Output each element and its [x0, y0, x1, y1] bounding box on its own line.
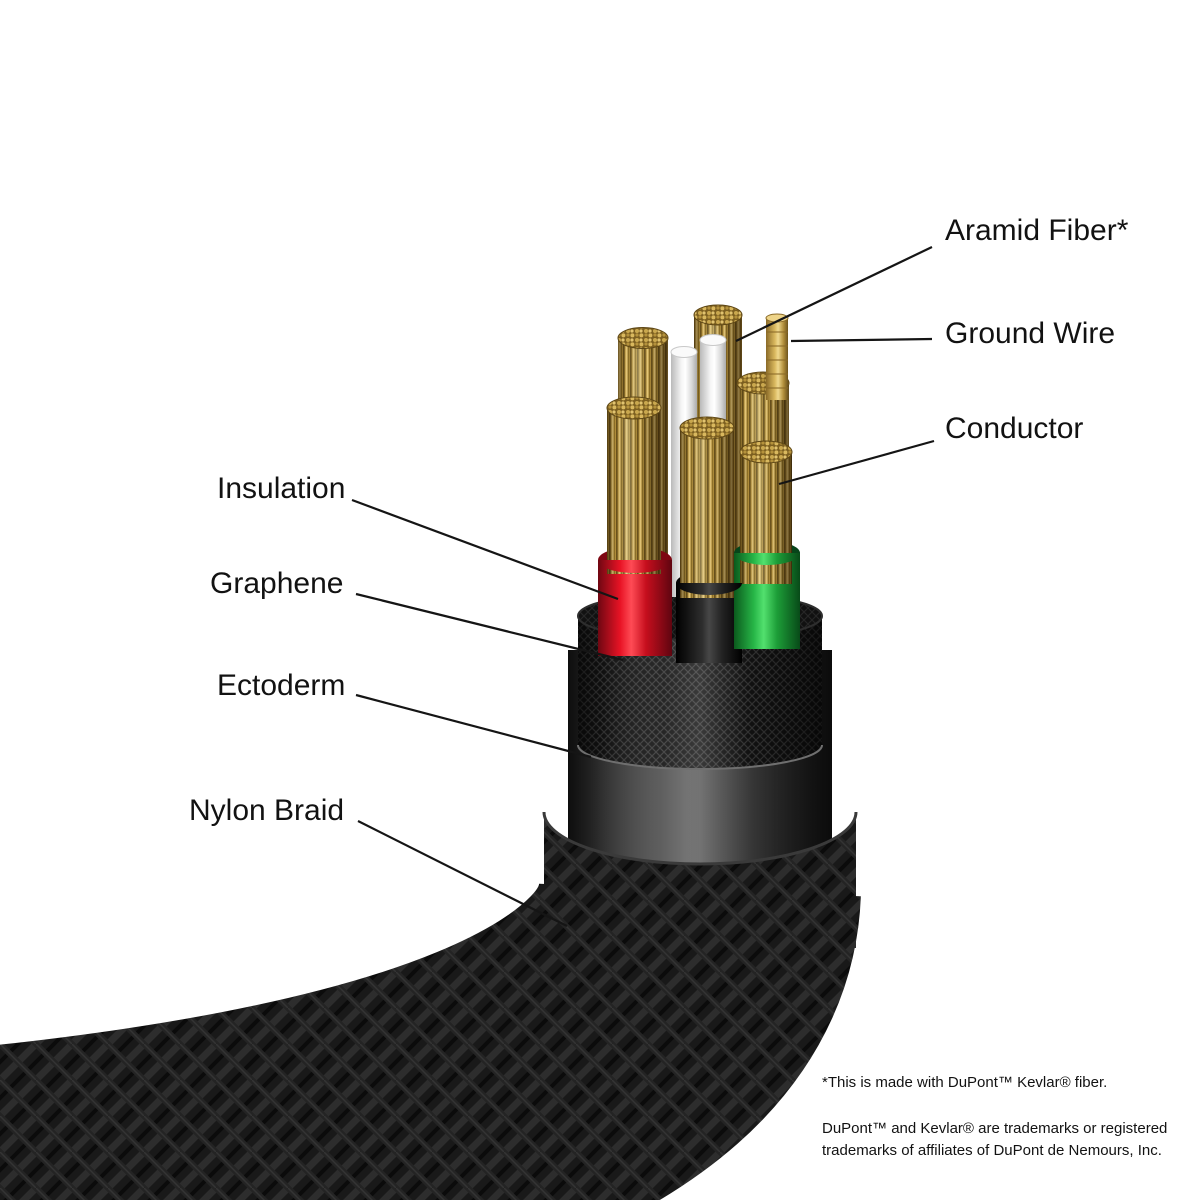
callout-line-graphene	[355, 592, 624, 662]
label-ground-wire: Ground Wire	[945, 317, 1116, 350]
nylon-braid-rim	[542, 811, 858, 948]
conductor-bundle-front-left	[606, 396, 662, 574]
label-insulation: Insulation	[217, 472, 346, 505]
insulation-green-rim	[734, 553, 800, 565]
callout-lines	[351, 246, 935, 927]
conductor-bundle-front-center	[679, 416, 735, 598]
callout-line-insulation	[351, 498, 619, 601]
footnotes: *This is made with DuPont™ Kevlar® fiber…	[822, 1072, 1180, 1185]
insulation-black-rim	[676, 583, 742, 595]
nylon-braid-cable	[0, 876, 861, 1200]
callout-line-conductor	[778, 439, 935, 486]
ground-wire-strip	[765, 313, 789, 400]
label-graphene: Graphene	[210, 567, 344, 600]
label-aramid-fiber: Aramid Fiber*	[945, 214, 1129, 247]
footnote-kevlar: *This is made with DuPont™ Kevlar® fiber…	[822, 1074, 1108, 1091]
callout-line-nylon-braid	[357, 820, 568, 927]
callout-line-ground-wire	[790, 337, 933, 343]
callout-line-ectoderm	[355, 693, 592, 759]
label-ectoderm: Ectoderm	[217, 669, 346, 702]
callout-line-aramid-fiber	[735, 246, 933, 342]
label-nylon-braid: Nylon Braid	[189, 794, 345, 827]
footnote-trademark: DuPont™ and Kevlar® are trademarks or re…	[822, 1119, 1168, 1159]
insulation-red-rim	[598, 560, 672, 573]
label-conductor: Conductor	[945, 412, 1084, 445]
